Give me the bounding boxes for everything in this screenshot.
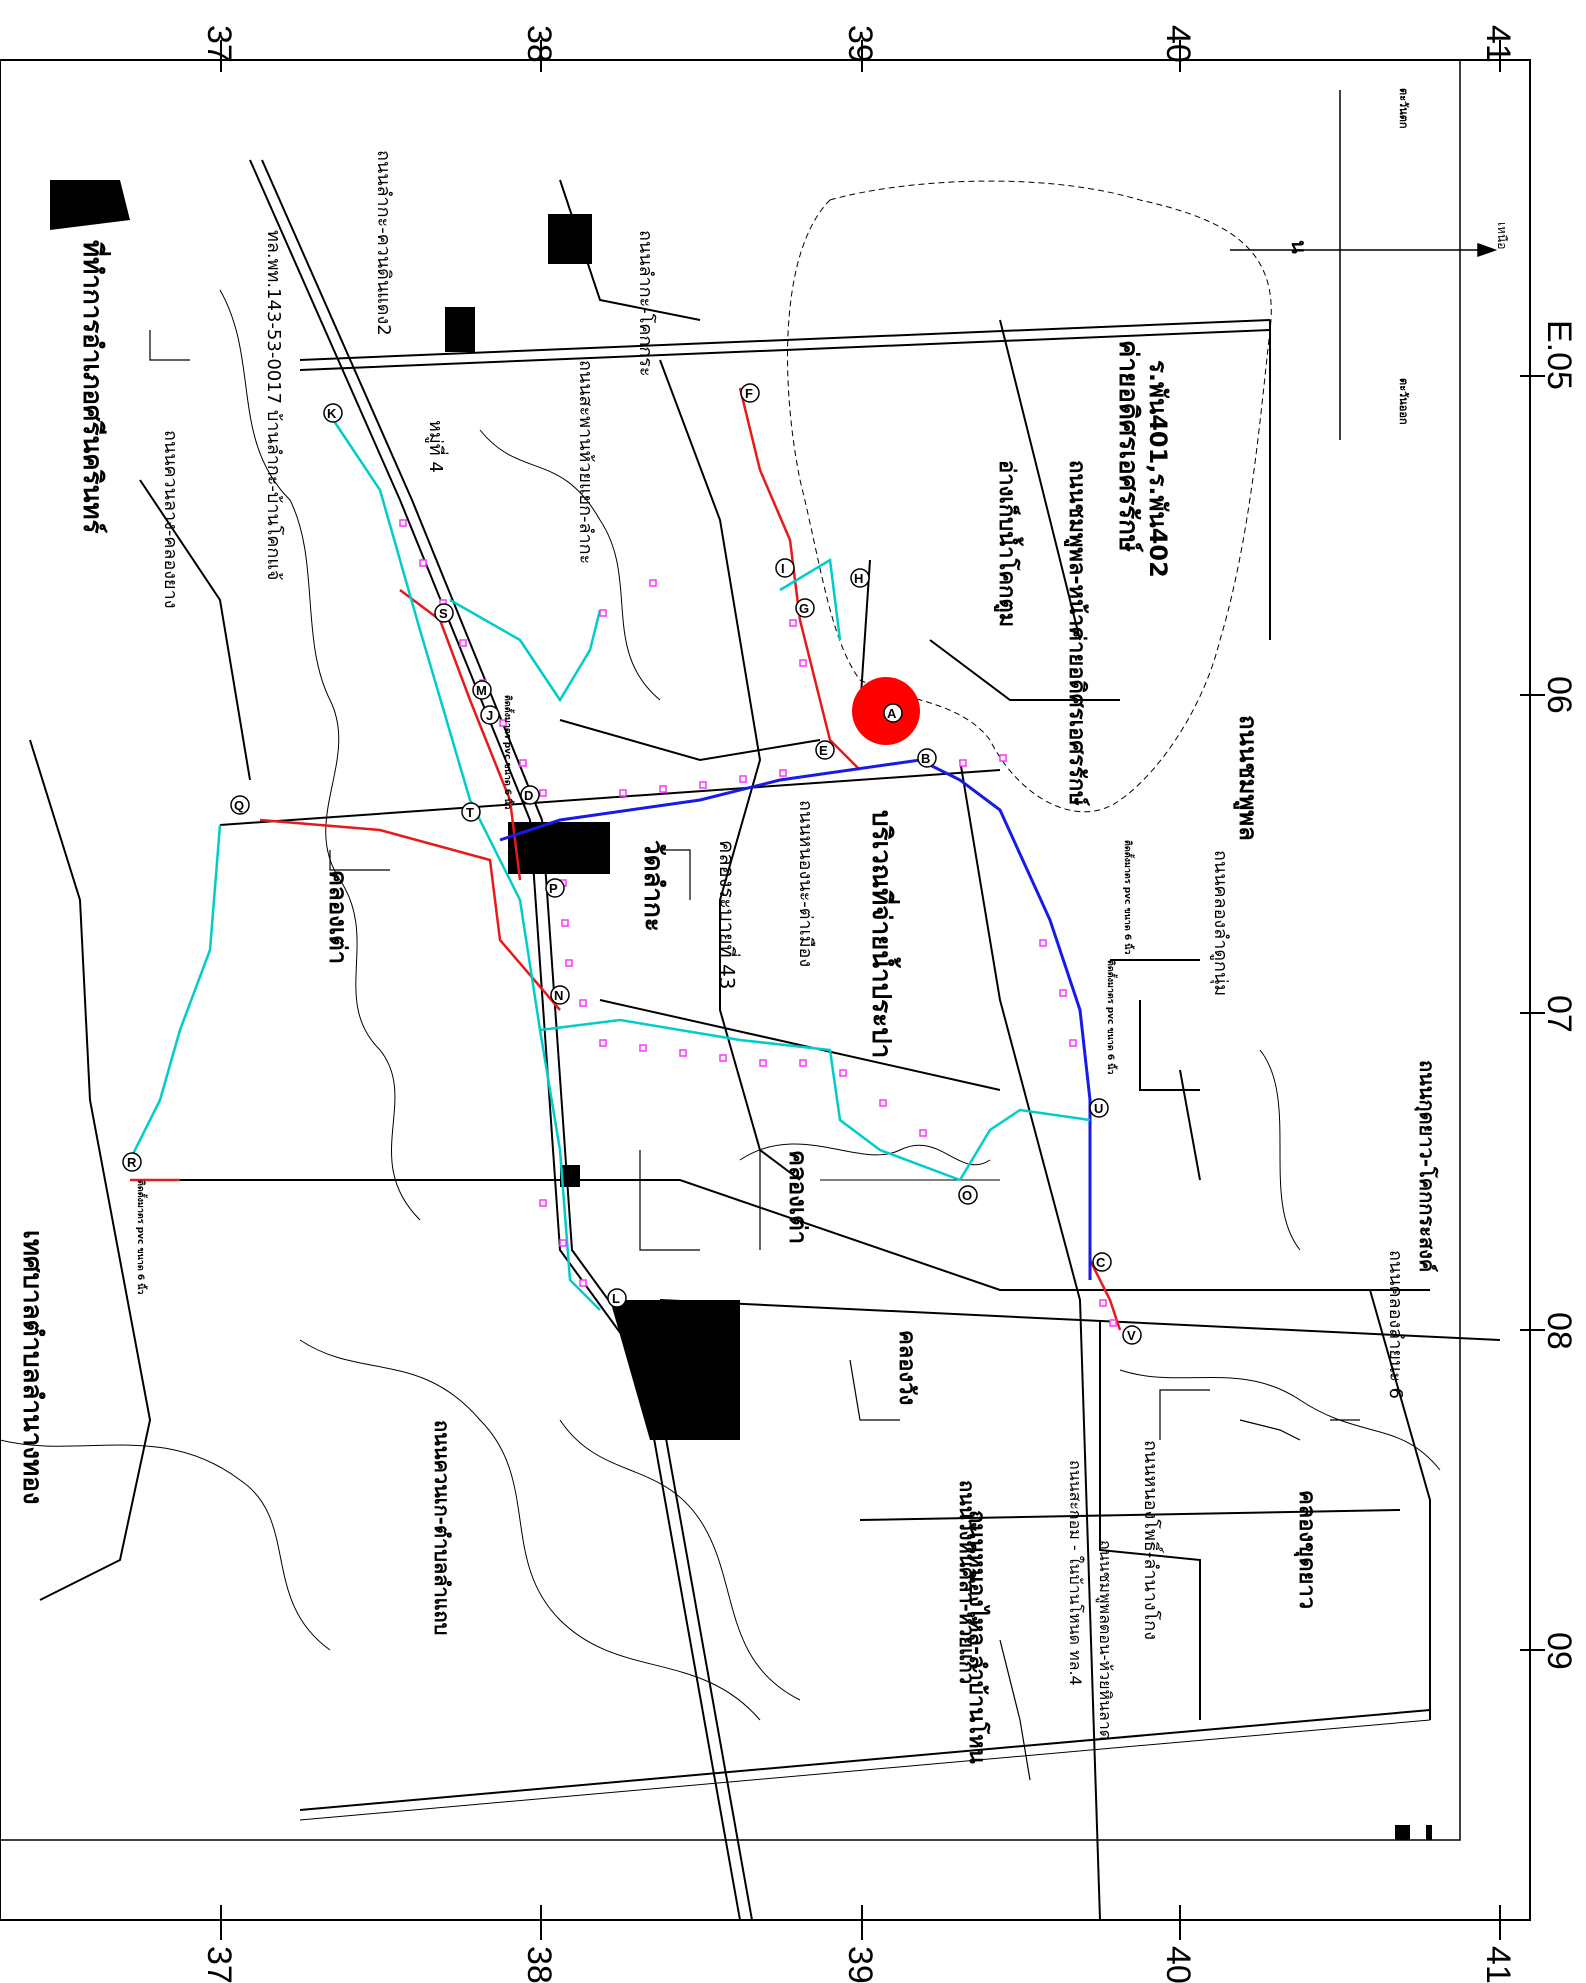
point-label-p: P xyxy=(549,881,558,896)
north-arrow xyxy=(1230,90,1498,440)
point-label-a: A xyxy=(887,706,897,721)
pipe-points xyxy=(122,383,1142,1345)
pipe-note-4: ติดตั้งมาตร pvc ขนาด 6 นิ้ว xyxy=(1122,840,1135,955)
point-label-m: M xyxy=(476,683,487,698)
map-inner-frame xyxy=(0,59,1461,1841)
point-label-l: L xyxy=(612,1291,620,1306)
tick-label-bottom-39: 39 xyxy=(841,1946,879,1983)
label-municipality: เทศบาลตำบลลำนางทอง xyxy=(17,1230,47,1505)
pipe-note-1: ติดตั้งมาตร pvc ขนาด 6 นิ้ว xyxy=(1105,960,1118,1075)
label-canal-tao: คลองเต่า xyxy=(324,870,352,964)
label-road-left-top: ถนนลำกะ-ควนดินแดง2 xyxy=(373,150,394,336)
tick-label-bottom-41: 41 xyxy=(1479,1946,1517,1983)
label-road-dinding: ถนนวังหินศิลา-ห้วยแก้ว xyxy=(955,1480,979,1684)
label-road-noi: ถนนหนองนะ-ต่าเมือง xyxy=(795,800,816,967)
label-road-long: ถนนหนองไหล-ลำบ้านโหน xyxy=(964,1510,991,1764)
point-label-o: O xyxy=(962,1188,972,1203)
label-reservoir: อ่างเก็บน้ำโคกตูม xyxy=(993,460,1024,627)
easting-label-09: 09 xyxy=(1540,1632,1578,1670)
tick-label-top-41: 41 xyxy=(1479,25,1517,63)
bottom-ticks xyxy=(220,1905,1501,1940)
label-camp-unit: ร.พัน401,ร.พัน402 xyxy=(1144,360,1172,578)
label-water-main-area: บริเวณที่จ่ายน้ำประปา xyxy=(866,810,902,1058)
easting-label-07: 07 xyxy=(1540,995,1578,1033)
easting-label-05: E.05 xyxy=(1540,320,1578,390)
west-label: ตะวันตก xyxy=(1397,88,1410,129)
leader-lines xyxy=(149,330,1360,1781)
point-label-r: R xyxy=(127,1155,137,1170)
point-label-b: B xyxy=(921,751,930,766)
label-canal-tao2: คลองเต่า xyxy=(784,1150,812,1244)
point-label-i: I xyxy=(781,561,785,576)
point-label-e: E xyxy=(819,743,828,758)
label-road-left-2: ถนนควนลาง-คลองยาง xyxy=(160,430,181,609)
point-label-k: K xyxy=(327,406,337,421)
point-label-g: G xyxy=(799,601,809,616)
label-road-bot: ถนนควนเก-ตำบลลำแถบ xyxy=(430,1420,454,1635)
point-label-t: T xyxy=(466,805,474,820)
label-road-mid: ถนนชมพูพล-หน้าค่ายอดิศรเอศรรักษ์ xyxy=(1063,460,1090,806)
label-road-kut: ถนนกุดยาว-โคกกระสงค์ xyxy=(1414,1060,1439,1272)
point-label-j: J xyxy=(486,708,493,723)
label-canal-num: คลองระบายที่ 43 xyxy=(715,840,741,990)
label-camp: ค่ายอดิศรเอศรรักษ์ xyxy=(1113,340,1144,553)
point-label-d: D xyxy=(524,788,533,803)
tick-label-top-39: 39 xyxy=(841,25,879,63)
point-label-f: F xyxy=(745,386,753,401)
point-label-u: U xyxy=(1094,1101,1103,1116)
label-moo: หมู่ที่ 4 xyxy=(425,420,449,473)
north-symbol: น xyxy=(1287,240,1311,254)
label-canal-wang: คลองวัง xyxy=(894,1330,919,1405)
label-road-khok: ถนนลำกะ-โคกกระ xyxy=(635,230,657,377)
label-road-sakom: ถนนสะกอม - ในบ้านโหนด ทล.4 xyxy=(1066,1460,1085,1686)
easting-label-06: 06 xyxy=(1540,676,1578,714)
label-road-kut2: ถนนคลองลำดูกนุ่ม xyxy=(1210,850,1231,996)
point-label-v: V xyxy=(1127,1328,1136,1343)
bottom-tick-labels: 37 38 39 40 41 xyxy=(200,1946,1517,1983)
point-label-c: C xyxy=(1096,1255,1106,1270)
point-label-h: H xyxy=(854,571,863,586)
top-ticks xyxy=(220,40,1501,72)
tick-label-bottom-40: 40 xyxy=(1159,1946,1197,1983)
north-label: เหนือ xyxy=(1495,222,1509,249)
map-frame xyxy=(0,59,1531,1921)
streams xyxy=(0,289,1441,1721)
label-road-route: ทล.พท.143-53-0017 บ้านลำกะ-บ้านโคกแจ้ xyxy=(263,230,285,580)
pipe-note-3: ติดตั้งมาตร pvc ขนาด 6 นิ้ว xyxy=(135,1180,148,1295)
branch-pipes xyxy=(128,414,1091,1311)
label-road-chom-phon: ถนนชมพูพล xyxy=(1233,715,1262,841)
pipe-point-labels: B C D E F G H I J K L M N O P Q R S T U … xyxy=(127,386,1136,1343)
tick-label-top-38: 38 xyxy=(520,25,558,63)
source-point-a xyxy=(883,703,903,723)
label-road-nong: ถนนหนองโพธิ์-ลำนางโกง xyxy=(1140,1440,1165,1640)
label-road-6: ถนนคลองลำยนะ 6 xyxy=(1385,1250,1406,1399)
label-road-pong: ถนนชมพูพลตอน-ห้วยหินลาด xyxy=(1095,1540,1115,1740)
tick-label-bottom-37: 37 xyxy=(200,1946,238,1983)
label-office-left: ที่ทำการอำเภอศรีนครินทร์ xyxy=(77,240,112,534)
road-network xyxy=(29,159,1501,1921)
point-label-n: N xyxy=(554,988,563,1003)
top-tick-labels: 37 38 39 40 41 xyxy=(200,25,1517,63)
point-label-q: Q xyxy=(234,798,244,813)
label-road-left-3: ถนนสะพานห้วยแยก-ลำกะ xyxy=(575,360,596,564)
label-canal-khut: คลองขุดยาว xyxy=(1293,1490,1319,1609)
right-tick-labels: E.05 06 07 08 09 xyxy=(1540,320,1578,1670)
point-label-s: S xyxy=(439,606,448,621)
tick-label-top-37: 37 xyxy=(200,25,238,63)
pipe-note-2: ติดตั้งมาตร pvc ขนาด 6 นิ้ว xyxy=(502,695,515,810)
buildings xyxy=(50,180,1432,1840)
markers xyxy=(399,519,1117,1327)
east-label: ตะวันออก xyxy=(1397,378,1410,425)
label-temple: วัดลำกะ xyxy=(638,840,668,932)
tick-label-bottom-38: 38 xyxy=(520,1946,558,1983)
tick-label-top-40: 40 xyxy=(1159,25,1197,63)
right-ticks xyxy=(1520,375,1545,1651)
main-pipe xyxy=(499,758,1092,1280)
easting-label-08: 08 xyxy=(1540,1312,1578,1350)
